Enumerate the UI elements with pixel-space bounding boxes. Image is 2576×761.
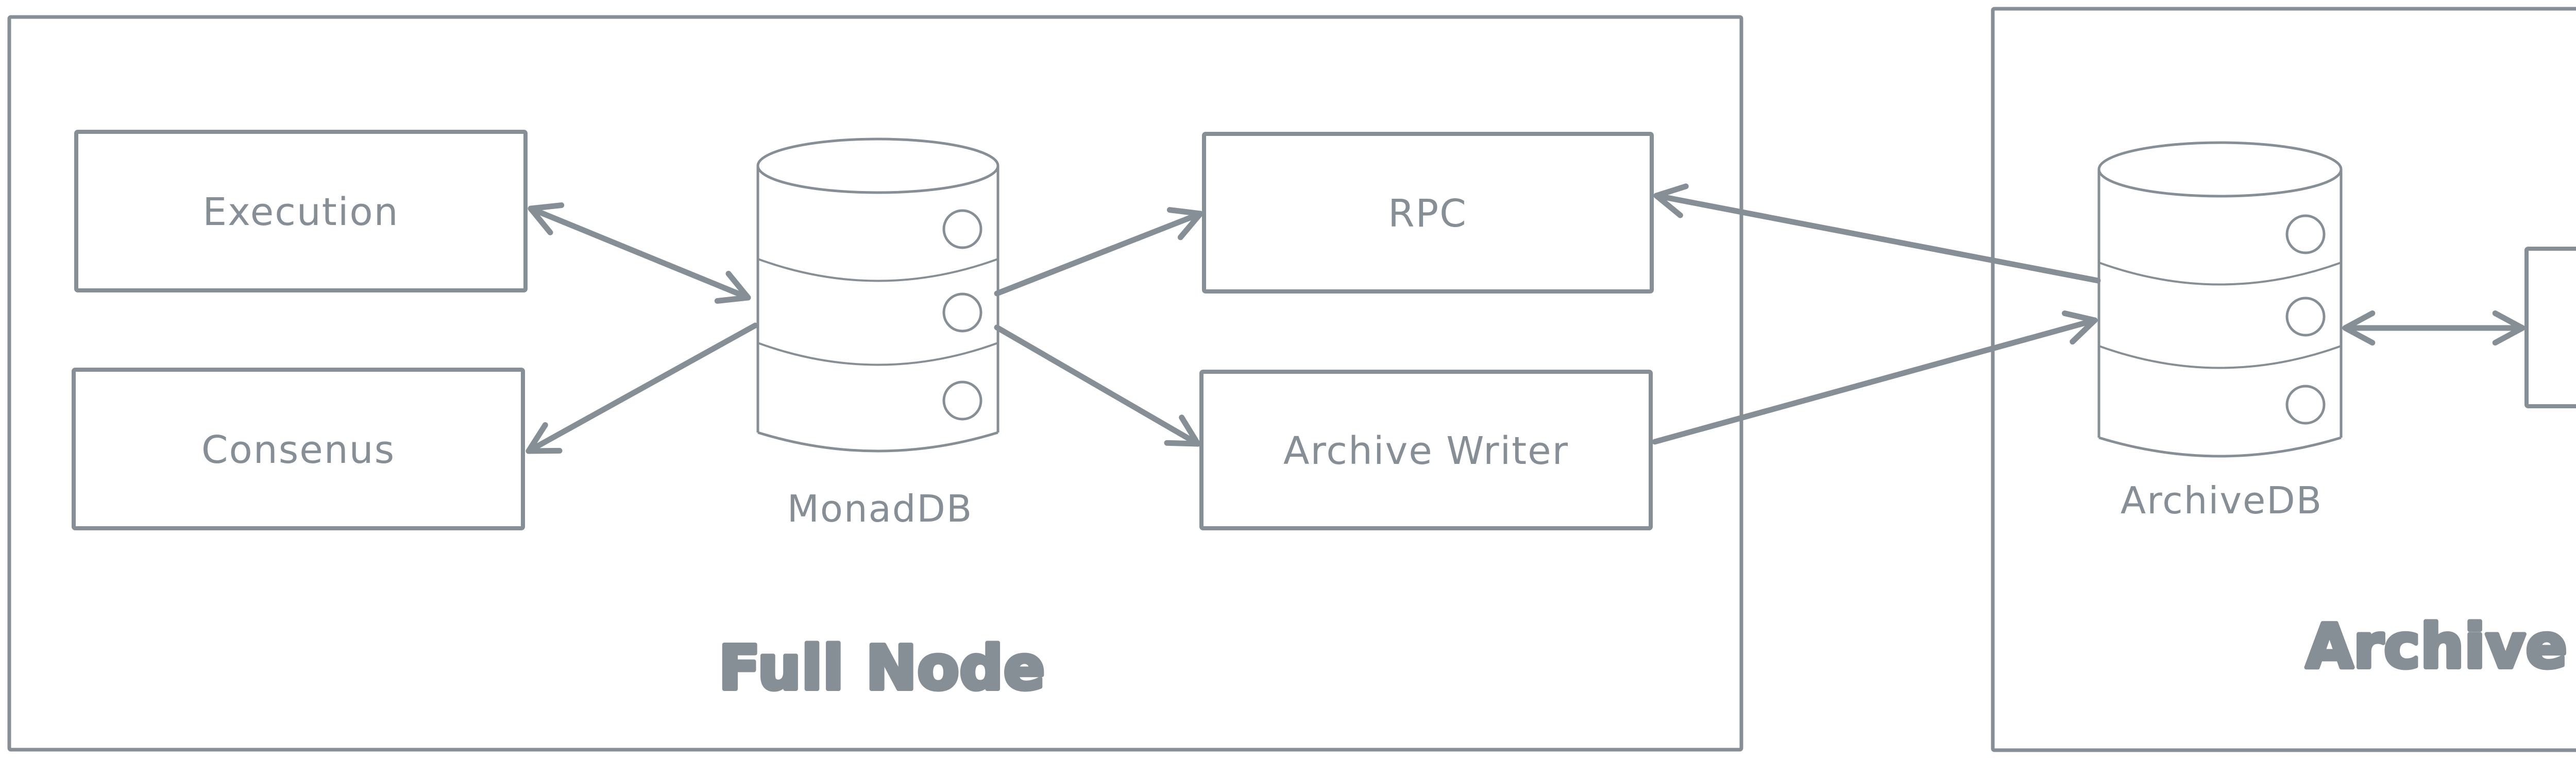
arrow-monaddb-archive-writer xyxy=(994,324,1201,447)
arrow-execution-monaddb xyxy=(528,202,751,304)
archive-writer-label: Archive Writer xyxy=(1283,429,1569,473)
arrows xyxy=(526,183,2526,454)
consensus-node: Consenus xyxy=(72,368,525,530)
consensus-box xyxy=(72,368,525,530)
arrow-monaddb-consensus xyxy=(526,322,758,454)
archive-server-border xyxy=(1991,7,2576,752)
archive-writer-node: Archive Writer xyxy=(1199,370,1653,530)
rpc-label: RPC xyxy=(1388,192,1467,236)
indexer-node: Indexer xyxy=(2524,247,2576,408)
full-node-border xyxy=(7,15,1743,752)
indexer-box xyxy=(2524,247,2576,408)
rpc-box xyxy=(1202,132,1654,293)
execution-node: Execution xyxy=(74,130,528,292)
full-node-title: Full Node xyxy=(719,632,1045,703)
archive-writer-box xyxy=(1199,370,1653,530)
full-node-container: Full Node Execution Consenus MonadDB xyxy=(7,15,1743,752)
execution-label: Execution xyxy=(202,190,399,234)
archivedb-database-icon: ArchiveDB xyxy=(2097,141,2343,522)
arrow-archivedb-rpc xyxy=(1653,183,2101,284)
archive-server-title: Archive Server xyxy=(2306,611,2576,682)
archivedb-label: ArchiveDB xyxy=(2121,479,2323,522)
consensus-label: Consenus xyxy=(201,428,395,472)
archive-server-container: Archive Server ArchiveDB Indexer xyxy=(1991,7,2576,752)
arrow-monaddb-rpc xyxy=(994,207,1204,297)
rpc-node: RPC xyxy=(1202,132,1654,293)
arrow-archive-writer-archivedb xyxy=(1652,310,2098,445)
monaddb-database-icon: MonadDB xyxy=(756,137,999,530)
execution-box xyxy=(74,130,528,292)
monaddb-label: MonadDB xyxy=(787,487,973,530)
